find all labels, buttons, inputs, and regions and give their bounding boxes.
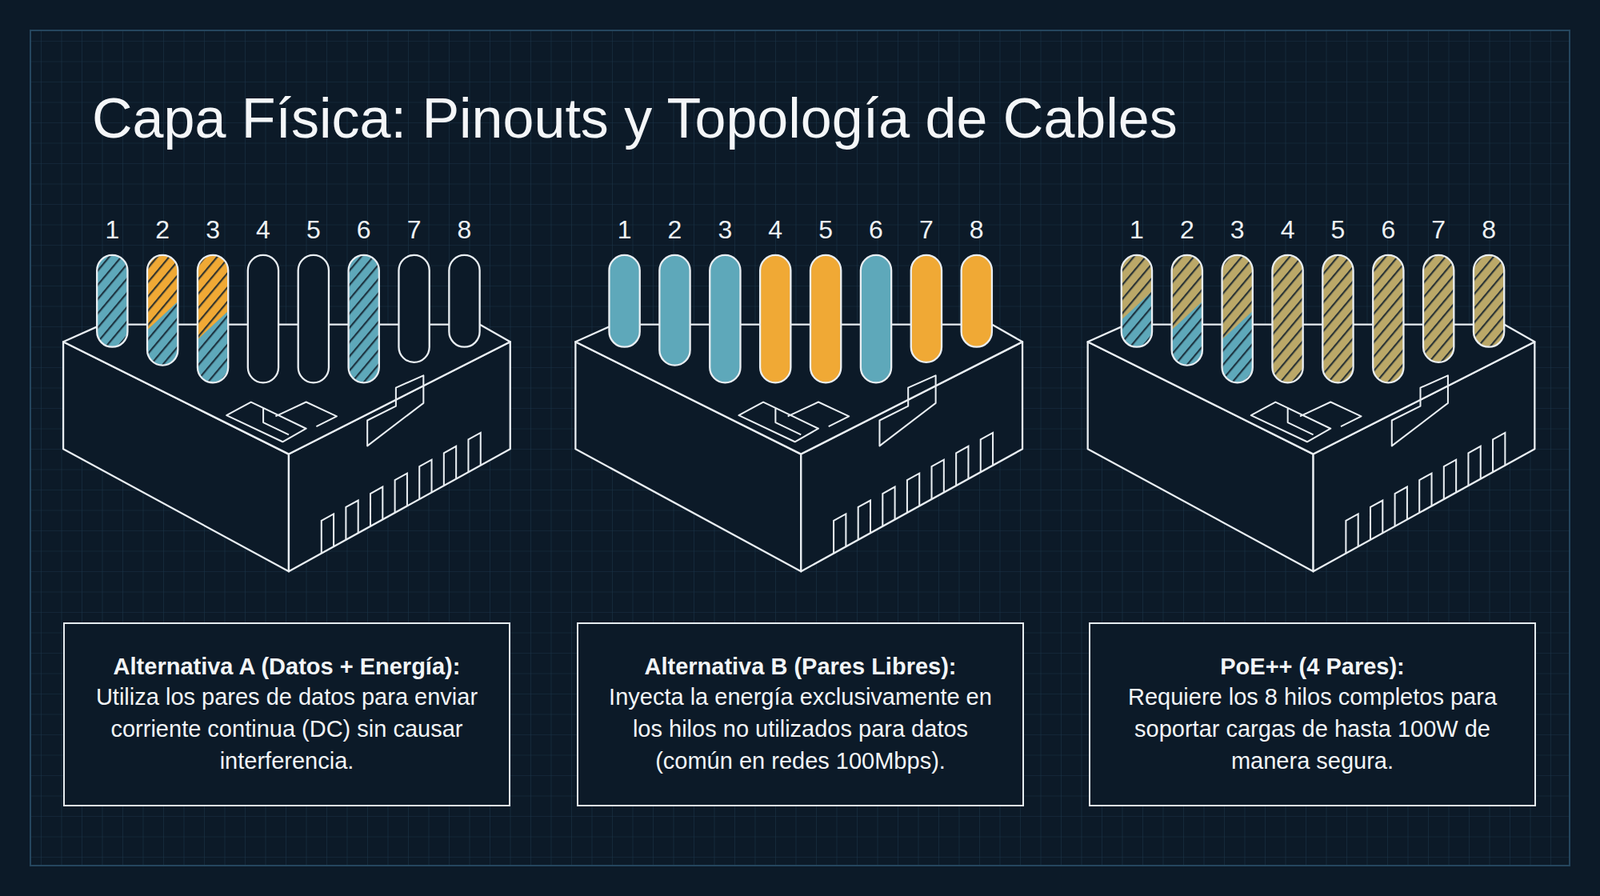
pin-number: 3 <box>1217 215 1258 244</box>
pin-number: 8 <box>444 215 484 244</box>
grid-frame <box>30 30 1570 866</box>
wire-pin <box>248 255 279 383</box>
box-heading: PoE++ (4 Pares): <box>1109 652 1516 683</box>
pin-number: 6 <box>1368 215 1408 244</box>
wire-pin <box>659 255 690 366</box>
wire-pin <box>911 255 942 363</box>
wire-pin <box>1473 255 1504 348</box>
wire-pin <box>1121 255 1152 348</box>
pin-number: 2 <box>1167 215 1208 244</box>
pin-number: 8 <box>956 215 997 244</box>
contact-slots <box>1345 432 1505 554</box>
wire-pin <box>398 255 429 363</box>
pin-number: 6 <box>856 215 896 244</box>
wire-pin <box>1272 255 1303 383</box>
latch-detail <box>1251 375 1448 446</box>
connector-top-face <box>63 324 511 455</box>
pin-number: 4 <box>1268 215 1308 244</box>
wire-pin <box>860 255 892 383</box>
wire-pin <box>760 255 791 383</box>
pin-number: 7 <box>394 215 435 244</box>
latch-detail <box>738 375 936 446</box>
latch-detail <box>226 375 424 446</box>
wire-pin <box>1222 255 1253 383</box>
connector-top-face <box>575 324 1023 455</box>
wire-pin <box>96 255 128 348</box>
box-heading: Alternativa A (Datos + Energía): <box>84 652 490 683</box>
wire-pin <box>1172 255 1203 366</box>
contact-slots <box>833 432 993 554</box>
description-box: Alternativa B (Pares Libres):Inyecta la … <box>576 622 1024 807</box>
wire-pin <box>1372 255 1404 383</box>
pin-number: 7 <box>906 215 947 244</box>
description-box: PoE++ (4 Pares):Requiere los 8 hilos com… <box>1088 622 1536 807</box>
wire-pin <box>1423 255 1454 363</box>
box-body: Inyecta la energía exclusivamente en los… <box>597 681 1004 777</box>
pin-number: 2 <box>142 215 183 244</box>
pin-number: 6 <box>344 215 384 244</box>
pin-number: 3 <box>192 215 233 244</box>
wire-pin <box>1322 255 1353 383</box>
wire-pin <box>961 255 992 348</box>
wire-pin <box>810 255 841 383</box>
pin-number: 1 <box>1116 215 1157 244</box>
wire-pin <box>147 255 178 366</box>
title: Capa Física: Pinouts y Topología de Cabl… <box>92 88 1178 150</box>
rj45-connector <box>575 255 1023 572</box>
rj45-connector <box>63 255 511 572</box>
rj45-connector <box>1088 255 1536 572</box>
pin-number: 8 <box>1468 215 1509 244</box>
pin-number: 4 <box>243 215 284 244</box>
connector-top-face <box>1088 324 1536 455</box>
box-body: Utiliza los pares de datos para enviar c… <box>84 681 490 777</box>
wire-pin <box>709 255 740 383</box>
pin-number: 2 <box>654 215 695 244</box>
wire-pin <box>608 255 640 348</box>
pin-number: 5 <box>293 215 334 244</box>
pin-number: 5 <box>1317 215 1358 244</box>
pin-number: 3 <box>704 215 745 244</box>
contact-slots <box>321 432 481 554</box>
wire-pin <box>348 255 380 383</box>
rj45-connectors <box>63 255 1535 572</box>
wire-pin <box>448 255 480 348</box>
pin-number: 1 <box>604 215 645 244</box>
wire-pin <box>197 255 228 383</box>
box-heading: Alternativa B (Pares Libres): <box>597 652 1004 683</box>
pin-number: 1 <box>92 215 132 244</box>
pin-number: 5 <box>805 215 846 244</box>
pin-number: 7 <box>1418 215 1459 244</box>
description-box: Alternativa A (Datos + Energía):Utiliza … <box>63 622 511 807</box>
pin-number: 4 <box>755 215 796 244</box>
wire-pin <box>298 255 329 383</box>
box-body: Requiere los 8 hilos completos para sopo… <box>1109 681 1516 777</box>
